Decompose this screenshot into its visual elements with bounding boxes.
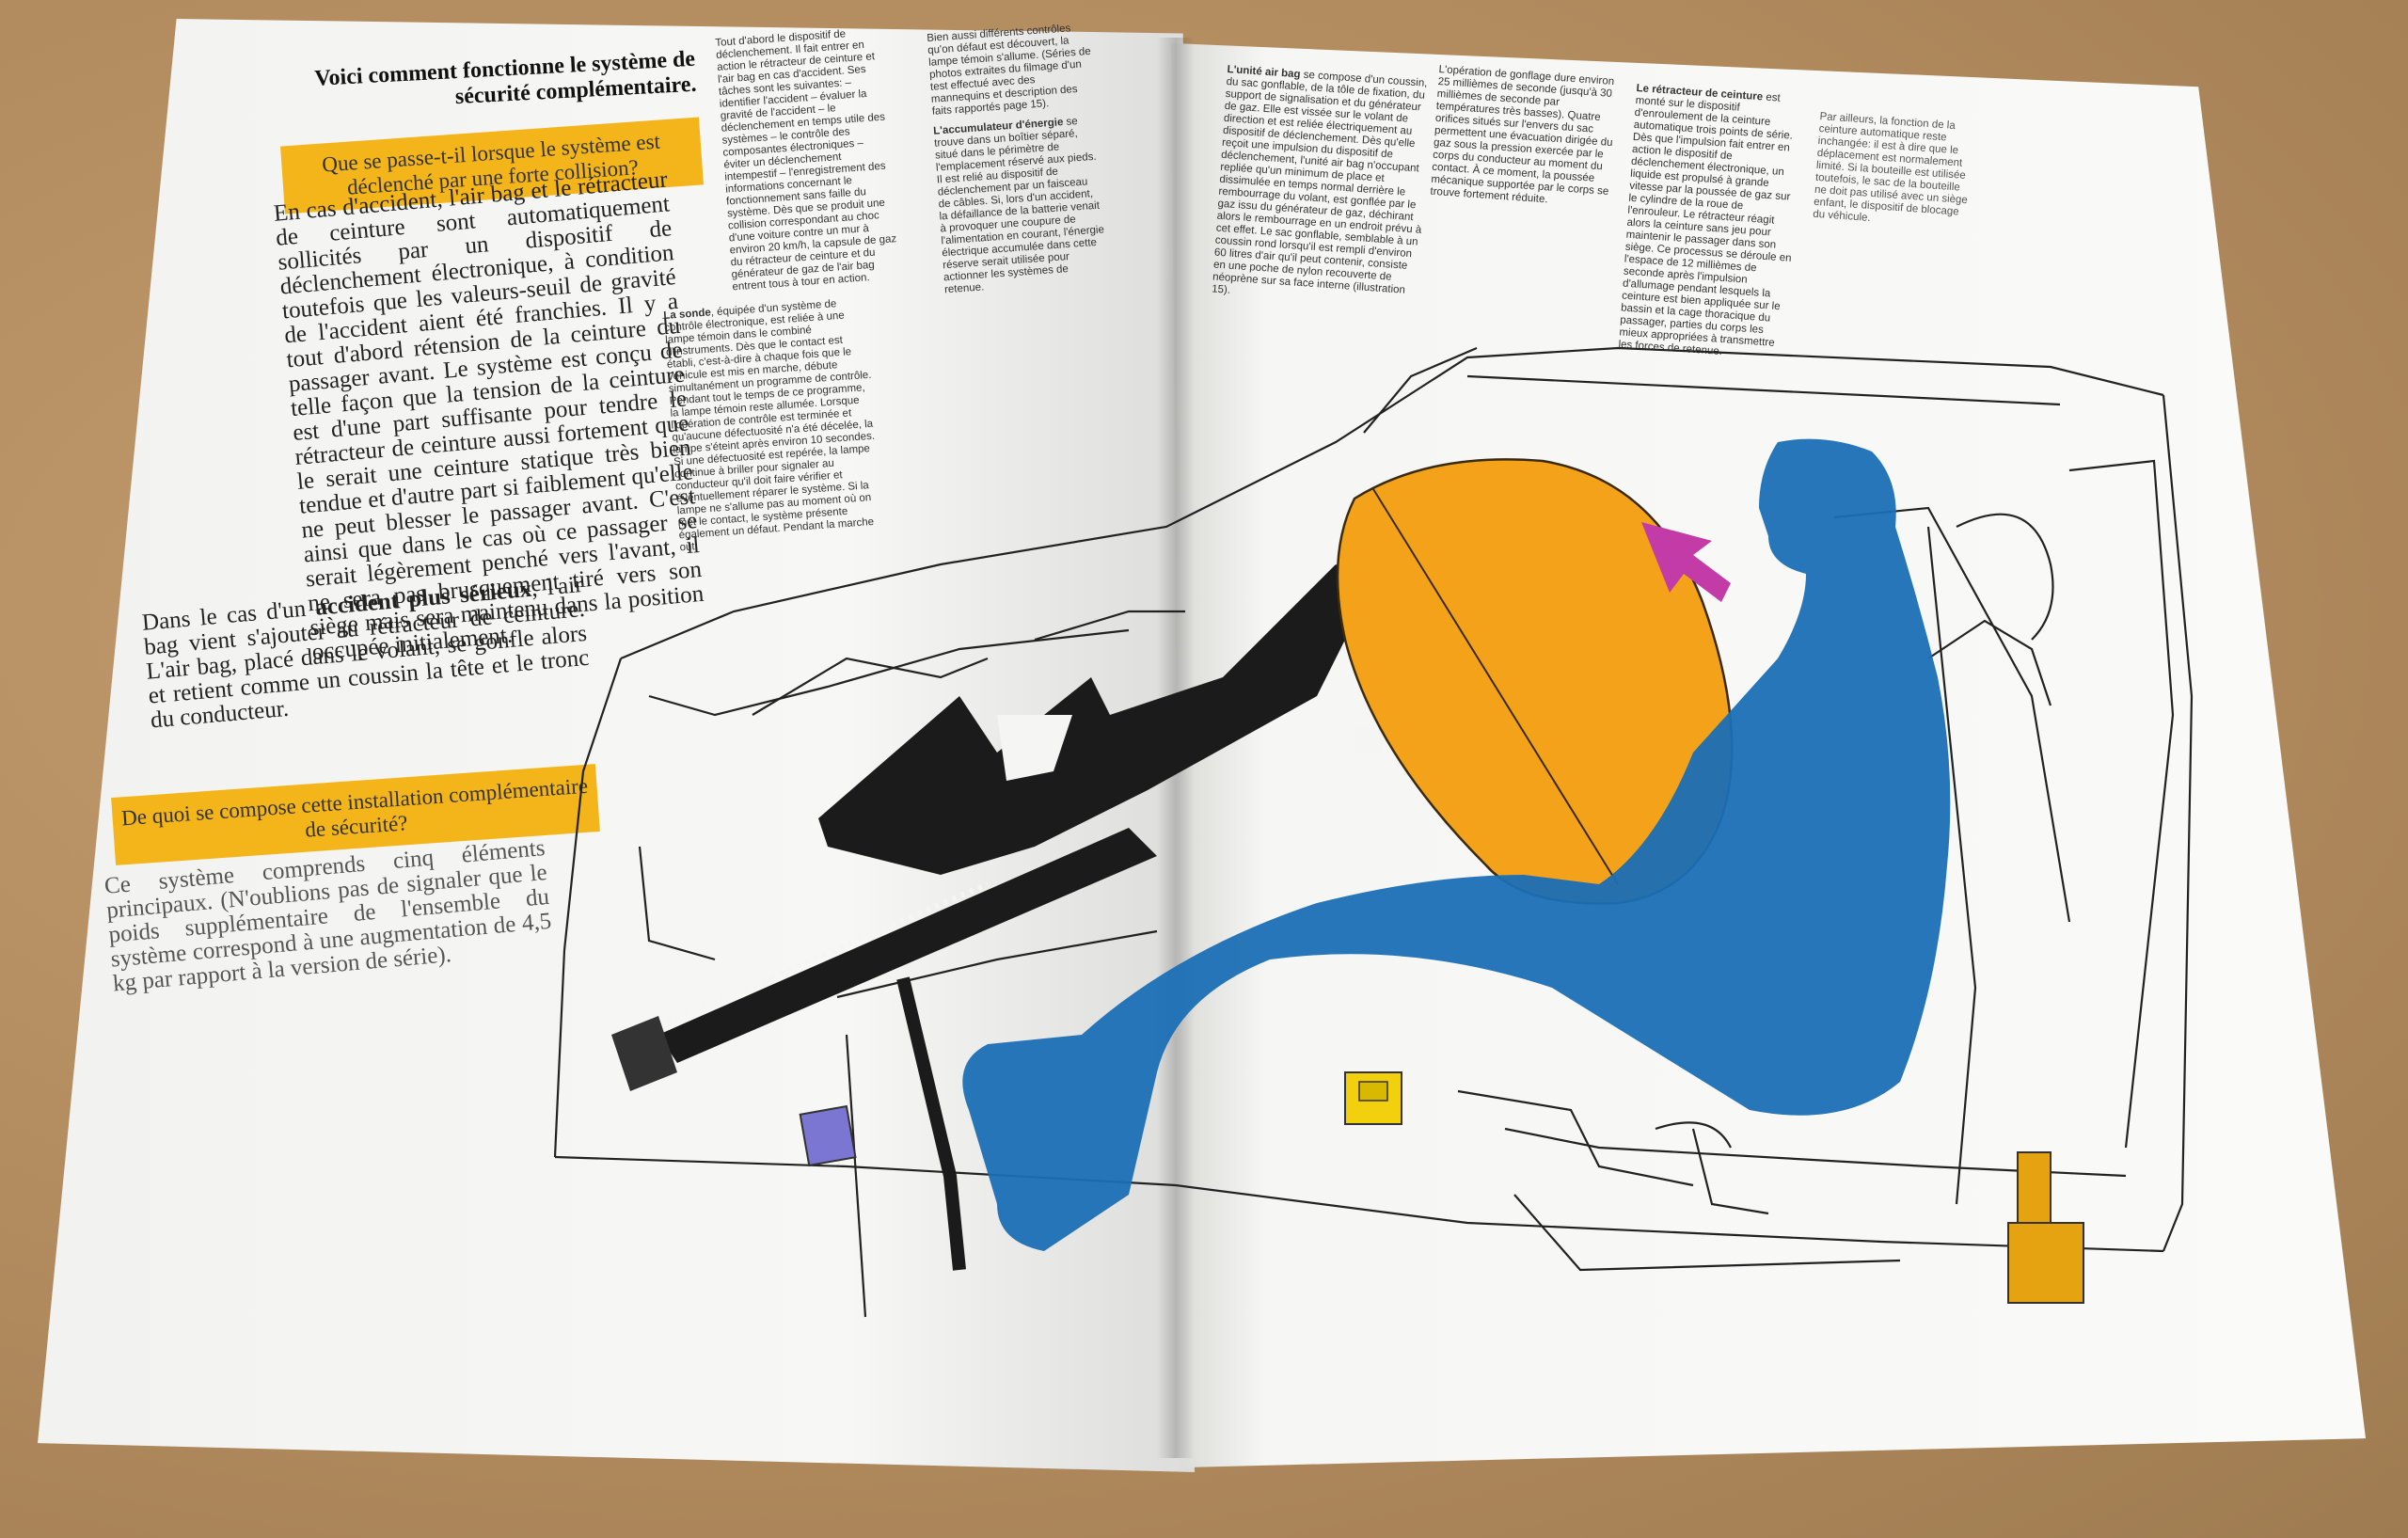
energy-accumulator: [799, 1104, 857, 1167]
driver-silhouette: [962, 438, 1951, 1252]
belt-retractor: [2007, 1151, 2084, 1304]
airbag-seam: [1372, 488, 1619, 885]
impact-arrow-icon: [1641, 522, 1731, 602]
car-outline: [553, 346, 2194, 1318]
sensor-box: [1344, 1071, 1402, 1125]
